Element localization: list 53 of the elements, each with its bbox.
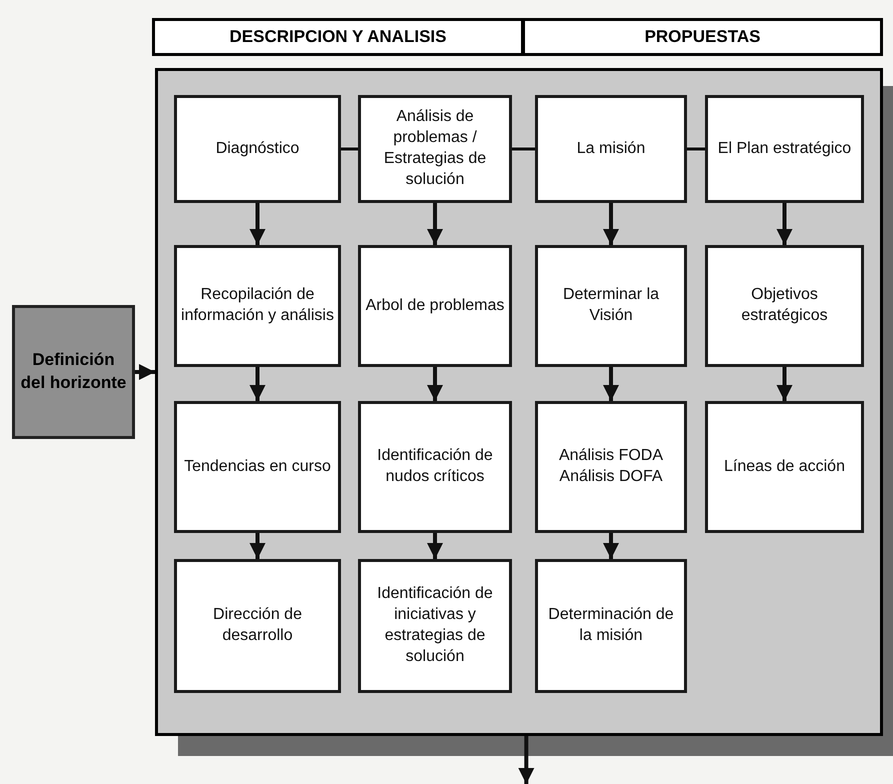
process-box xyxy=(174,559,341,693)
connector-line xyxy=(341,148,358,150)
node-text: Tendencias en curso xyxy=(184,456,331,477)
node-text: Definición del horizonte xyxy=(20,349,128,394)
node-text: Líneas de acción xyxy=(724,456,845,477)
process-box xyxy=(358,559,512,693)
node-text: Determinación de la misión xyxy=(547,605,675,646)
node-text: Identificación de nudos críticos xyxy=(376,446,494,487)
input-box xyxy=(12,305,135,439)
node-text: El Plan estratégico xyxy=(718,138,852,159)
column-header xyxy=(152,18,524,56)
column-header xyxy=(522,18,883,56)
node-text: Diagnóstico xyxy=(216,138,300,159)
arrow xyxy=(603,203,619,245)
arrow xyxy=(250,367,266,401)
arrow xyxy=(427,367,443,401)
process-box xyxy=(174,401,341,533)
arrow xyxy=(603,533,619,559)
node-text: Arbol de problemas xyxy=(366,296,504,316)
process-panel xyxy=(155,68,883,736)
arrow xyxy=(427,203,443,245)
node-text: Análisis de problemas / Estrategias de solución xyxy=(382,107,488,190)
process-box xyxy=(358,401,512,533)
node-text: PROPUESTAS xyxy=(644,26,760,48)
node-text: La misión xyxy=(576,138,646,159)
node-text: Análisis FODA Análisis DOFA xyxy=(558,446,664,487)
process-box xyxy=(705,401,864,533)
arrow xyxy=(135,364,155,380)
node-text: Identificación de iniciativas y estrategias de solución xyxy=(376,584,494,667)
process-box xyxy=(535,401,687,533)
arrow xyxy=(776,203,792,245)
process-box xyxy=(705,95,864,203)
node-text: Determinar la Visión xyxy=(562,285,660,326)
process-box xyxy=(358,95,512,203)
process-box xyxy=(535,95,687,203)
arrow xyxy=(776,367,792,401)
node-text: Recopilación de información y análisis xyxy=(181,285,334,326)
process-box xyxy=(535,245,687,367)
process-box xyxy=(174,95,341,203)
process-box xyxy=(358,245,512,367)
arrow xyxy=(250,203,266,245)
arrow xyxy=(518,736,534,784)
connector-line xyxy=(687,148,705,150)
arrow xyxy=(427,533,443,559)
process-box xyxy=(535,559,687,693)
node-text: DESCRIPCION Y ANALISIS xyxy=(230,26,446,48)
arrow xyxy=(250,533,266,559)
process-box xyxy=(174,245,341,367)
process-box xyxy=(705,245,864,367)
node-text: Objetivos estratégicos xyxy=(740,285,829,326)
connector-line xyxy=(512,148,535,150)
arrow xyxy=(603,367,619,401)
node-text: Dirección de desarrollo xyxy=(212,605,303,646)
